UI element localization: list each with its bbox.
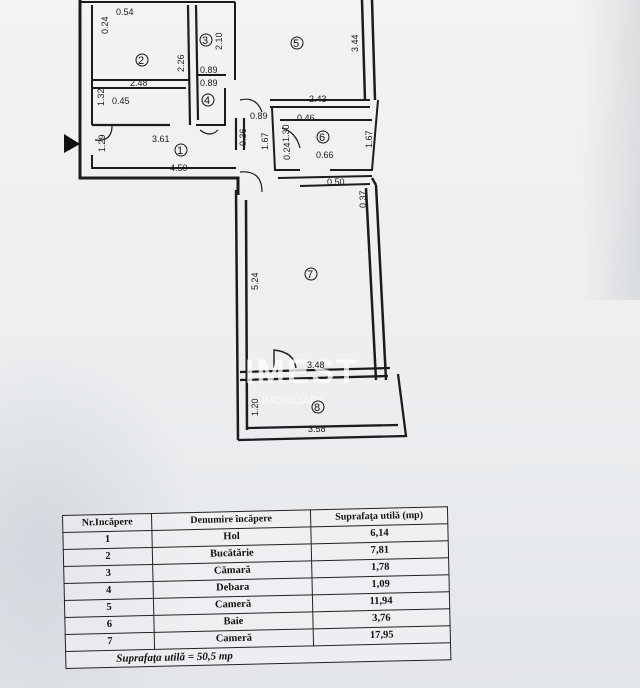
dimension-label: 3.48 [307, 360, 325, 370]
dimension-label: 0.89 [200, 78, 218, 88]
dimension-label: 1.20 [250, 398, 260, 416]
dimension-label: 4.50 [170, 163, 188, 173]
dimension-label: 0.50 [327, 177, 345, 187]
room-number-cell: 2 [63, 547, 153, 567]
dimension-label: 1.30 [281, 124, 291, 142]
room-number-cell: 3 [63, 564, 154, 584]
column-header: Nr.Incăpere [62, 513, 152, 533]
dimension-label: 1.67 [364, 130, 374, 148]
outer-wall-upper-inner [91, 5, 236, 169]
door-arc-balcony [273, 349, 297, 369]
door-arc-closet [199, 129, 219, 135]
floor-plan: IMEST IMOBILIARE 1 2 3 4 5 6 7 8 0.54 0.… [64, 0, 408, 442]
room-area-table: Nr.Incăpere Denumire încăpere Suprafaţa … [62, 506, 452, 669]
balcony-walls [237, 366, 408, 442]
room-number-cell: 6 [64, 615, 155, 635]
dimension-label: 2.10 [214, 32, 224, 50]
dimensions: 0.54 0.24 2.48 2.26 0.89 0.89 2.10 3.44 … [96, 7, 374, 434]
dimension-label: 2.43 [309, 94, 327, 104]
room-number-cell: 4 [64, 581, 154, 601]
room-markers [135, 33, 330, 414]
dimension-label: 0.54 [116, 7, 134, 17]
dimension-label: 1.67 [260, 132, 270, 150]
top-wall [80, 1, 236, 80]
door-arc-bath [281, 127, 301, 149]
dimension-label: 5.24 [250, 272, 260, 290]
dimension-label: 3.44 [350, 34, 360, 52]
photo-edge-shadow [580, 0, 640, 300]
dimension-label: 0.89 [200, 65, 218, 75]
dimension-label: 2.26 [176, 54, 186, 72]
outer-wall-upper [78, 0, 240, 195]
dimension-label: 0.36 [238, 128, 248, 146]
room7-left-wall [234, 189, 249, 441]
room-number: 6 [319, 132, 325, 144]
watermark-subtitle: IMOBILIARE [262, 395, 325, 407]
dimension-label: 0.24 [282, 142, 292, 160]
room-number: 5 [293, 38, 299, 50]
room7-right-wall [364, 177, 388, 381]
room7-top-wall [277, 175, 373, 187]
room-number: 4 [204, 95, 210, 107]
dimension-label: 0.46 [297, 113, 315, 123]
room-number-cell: 7 [65, 632, 155, 652]
dimension-label: 1.29 [97, 134, 107, 152]
bath-walls [271, 99, 379, 171]
room-number: 3 [202, 35, 208, 47]
kitchen-wall [92, 79, 190, 89]
watermark-logo: IMEST [245, 353, 359, 391]
room-number: 7 [307, 269, 313, 281]
dimension-label: 3.61 [152, 134, 170, 144]
entrance-arrow-icon [64, 134, 80, 153]
pantry-wall [186, 4, 200, 126]
dimension-label: 0.45 [112, 96, 130, 106]
room-number: 1 [177, 145, 183, 157]
room5-bottom-wall [270, 99, 370, 108]
right-wall-upper [360, 0, 377, 101]
dimension-label: 2.48 [130, 78, 148, 88]
room-number-cell: 5 [64, 598, 154, 618]
room-number-cell: 1 [62, 530, 153, 550]
hall-top-wall [92, 118, 246, 150]
dimension-label: 0.24 [100, 16, 110, 34]
room-number: 2 [138, 55, 144, 67]
door-arc-room7 [239, 171, 263, 193]
dimension-label: 1.32 [96, 88, 106, 106]
dimension-label: 0.66 [316, 150, 334, 160]
dimension-label: 3.58 [308, 424, 326, 434]
door-arc-room5 [239, 98, 263, 113]
dimension-label: 0.89 [250, 111, 268, 121]
dimension-label: 0.37 [358, 190, 368, 208]
room-number: 8 [314, 402, 320, 414]
door-arc-hall [94, 125, 113, 141]
closet-wall [196, 74, 226, 126]
